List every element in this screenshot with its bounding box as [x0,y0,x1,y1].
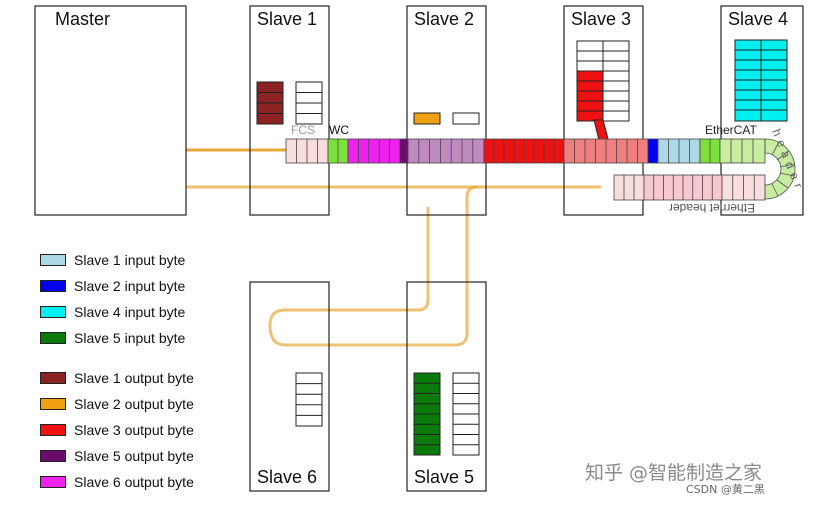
legend-item-slave1-input: Slave 1 input byte [40,252,185,268]
slave5-input-memory [413,372,441,456]
ethernet-header-label: Ethernet header [669,201,755,215]
watermark: 知乎 @智能制造之家 [585,462,763,484]
slave1-box: Slave 1 [249,5,330,216]
legend-item-slave3-output: Slave 3 output byte [40,422,194,438]
legend-label: Slave 2 input byte [74,278,186,294]
legend-swatch [40,372,66,384]
legend-item-slave2-input: Slave 2 input byte [40,278,185,294]
legend-label: Slave 5 input byte [74,330,186,346]
slave1-input-memory [295,81,323,125]
legend-label: Slave 2 output byte [74,396,194,412]
legend-item-slave4-input: Slave 4 input byte [40,304,185,320]
legend-label: Slave 1 input byte [74,252,186,268]
slave3-memory [576,40,630,122]
legend-label: Slave 6 output byte [74,474,194,490]
cable-to-slave5 [268,185,479,347]
legend-swatch [40,450,66,462]
legend-label: Slave 5 output byte [74,448,194,464]
slave2-input-memory [452,112,480,125]
slave2-label: Slave 2 [414,9,474,29]
ethercat-frame-outbound [285,138,766,164]
credit: CSDN @黄二黑 [686,483,765,496]
legend-item-slave6-output: Slave 6 output byte [40,474,194,490]
frame-turnaround [764,138,796,200]
slave5-box: Slave 5 [406,281,487,492]
slave3-label: Slave 3 [571,9,631,29]
slave3-box: Slave 3 [563,5,644,216]
slave4-input-memory [734,39,788,122]
legend-item-slave1-output: Slave 1 output byte [40,370,194,386]
legend-item-slave2-output: Slave 2 output byte [40,396,194,412]
legend-swatch [40,332,66,344]
slave4-box: Slave 4 [720,5,804,216]
slave6-label: Slave 6 [257,467,317,487]
legend-swatch [40,398,66,410]
slave2-output-memory [413,112,441,125]
ethercat-label: EtherCAT [705,123,757,137]
legend-item-slave5-input: Slave 5 input byte [40,330,185,346]
slave5-label: Slave 5 [414,467,474,487]
fcs-label: FCS [291,123,315,137]
slave6-box: Slave 6 [249,281,330,492]
legend-swatch [40,280,66,292]
legend-swatch [40,424,66,436]
cable-network [184,148,602,347]
legend-label: Slave 3 output byte [74,422,194,438]
legend-swatch [40,306,66,318]
master-label: Master [55,9,110,29]
wc-label: WC [329,123,349,137]
slave5-output-memory [452,372,480,456]
legend-item-slave5-output: Slave 5 output byte [40,448,194,464]
slave6-memory [295,372,323,427]
legend-swatch [40,476,66,488]
master-box: Master [34,5,187,216]
slave4-label: Slave 4 [728,9,788,29]
ethercat-frame-return [613,174,766,201]
legend-label: Slave 4 input byte [74,304,186,320]
legend-swatch [40,254,66,266]
slave1-output-memory [256,81,284,125]
slave2-box: Slave 2 [406,5,487,216]
slave1-label: Slave 1 [257,9,317,29]
legend-label: Slave 1 output byte [74,370,194,386]
